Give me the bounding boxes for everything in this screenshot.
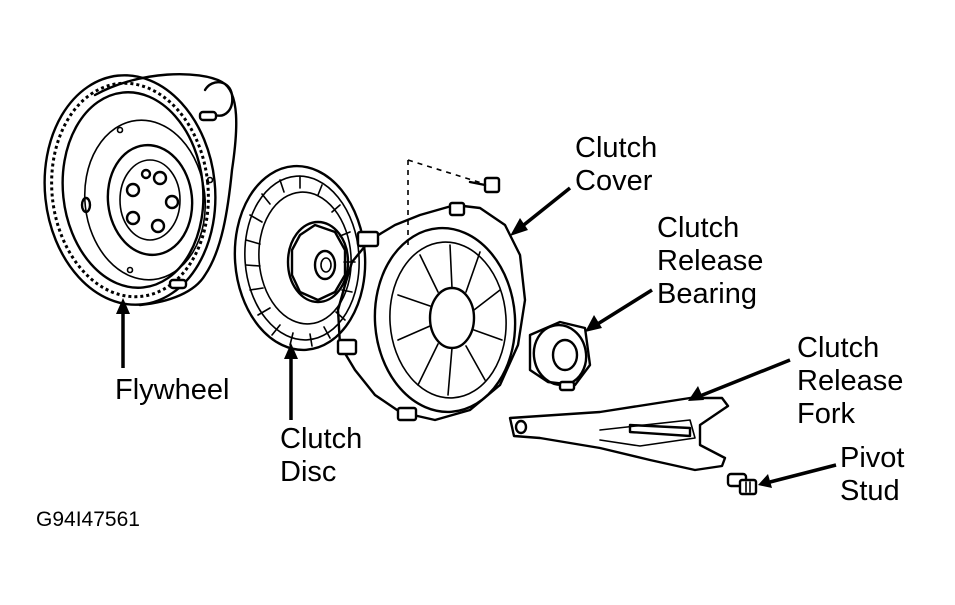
flywheel-label: Flywheel bbox=[115, 374, 230, 406]
clutch-cover-label: Clutch Cover bbox=[575, 132, 657, 198]
release-fork-drawing bbox=[508, 396, 730, 472]
release-fork-label-line-1: Clutch bbox=[797, 332, 880, 364]
leader-arrows bbox=[116, 186, 837, 488]
clutch-disc-label-line-1: Clutch bbox=[280, 423, 363, 455]
pivot-stud-drawing bbox=[726, 472, 758, 496]
clutch-disc-drawing bbox=[233, 164, 367, 352]
release-fork-label-line-2: Release bbox=[797, 365, 904, 397]
clutch-cover-label-line-1: Clutch bbox=[575, 132, 658, 164]
release-fork-label: Clutch Release Fork bbox=[797, 332, 903, 431]
pivot-stud-label-line-1: Pivot bbox=[840, 442, 905, 474]
release-bearing-label-line-2: Release bbox=[657, 245, 764, 277]
clutch-disc-label-line-2: Disc bbox=[280, 456, 337, 488]
clutch-cover-drawing bbox=[336, 159, 527, 422]
release-bearing-label-line-3: Bearing bbox=[657, 278, 757, 310]
release-bearing-label-line-1: Clutch bbox=[657, 212, 740, 244]
clutch-disc-label: Clutch Disc bbox=[280, 423, 362, 489]
flywheel-drawing bbox=[43, 72, 238, 307]
release-fork-label-line-3: Fork bbox=[797, 398, 855, 430]
clutch-cover-label-line-2: Cover bbox=[575, 165, 653, 197]
release-bearing-label: Clutch Release Bearing bbox=[657, 212, 763, 311]
figure-code: G94I47561 bbox=[36, 508, 140, 531]
pivot-stud-label-line-2: Stud bbox=[840, 475, 900, 507]
release-bearing-drawing bbox=[528, 320, 592, 392]
pivot-stud-label: Pivot Stud bbox=[840, 442, 904, 508]
